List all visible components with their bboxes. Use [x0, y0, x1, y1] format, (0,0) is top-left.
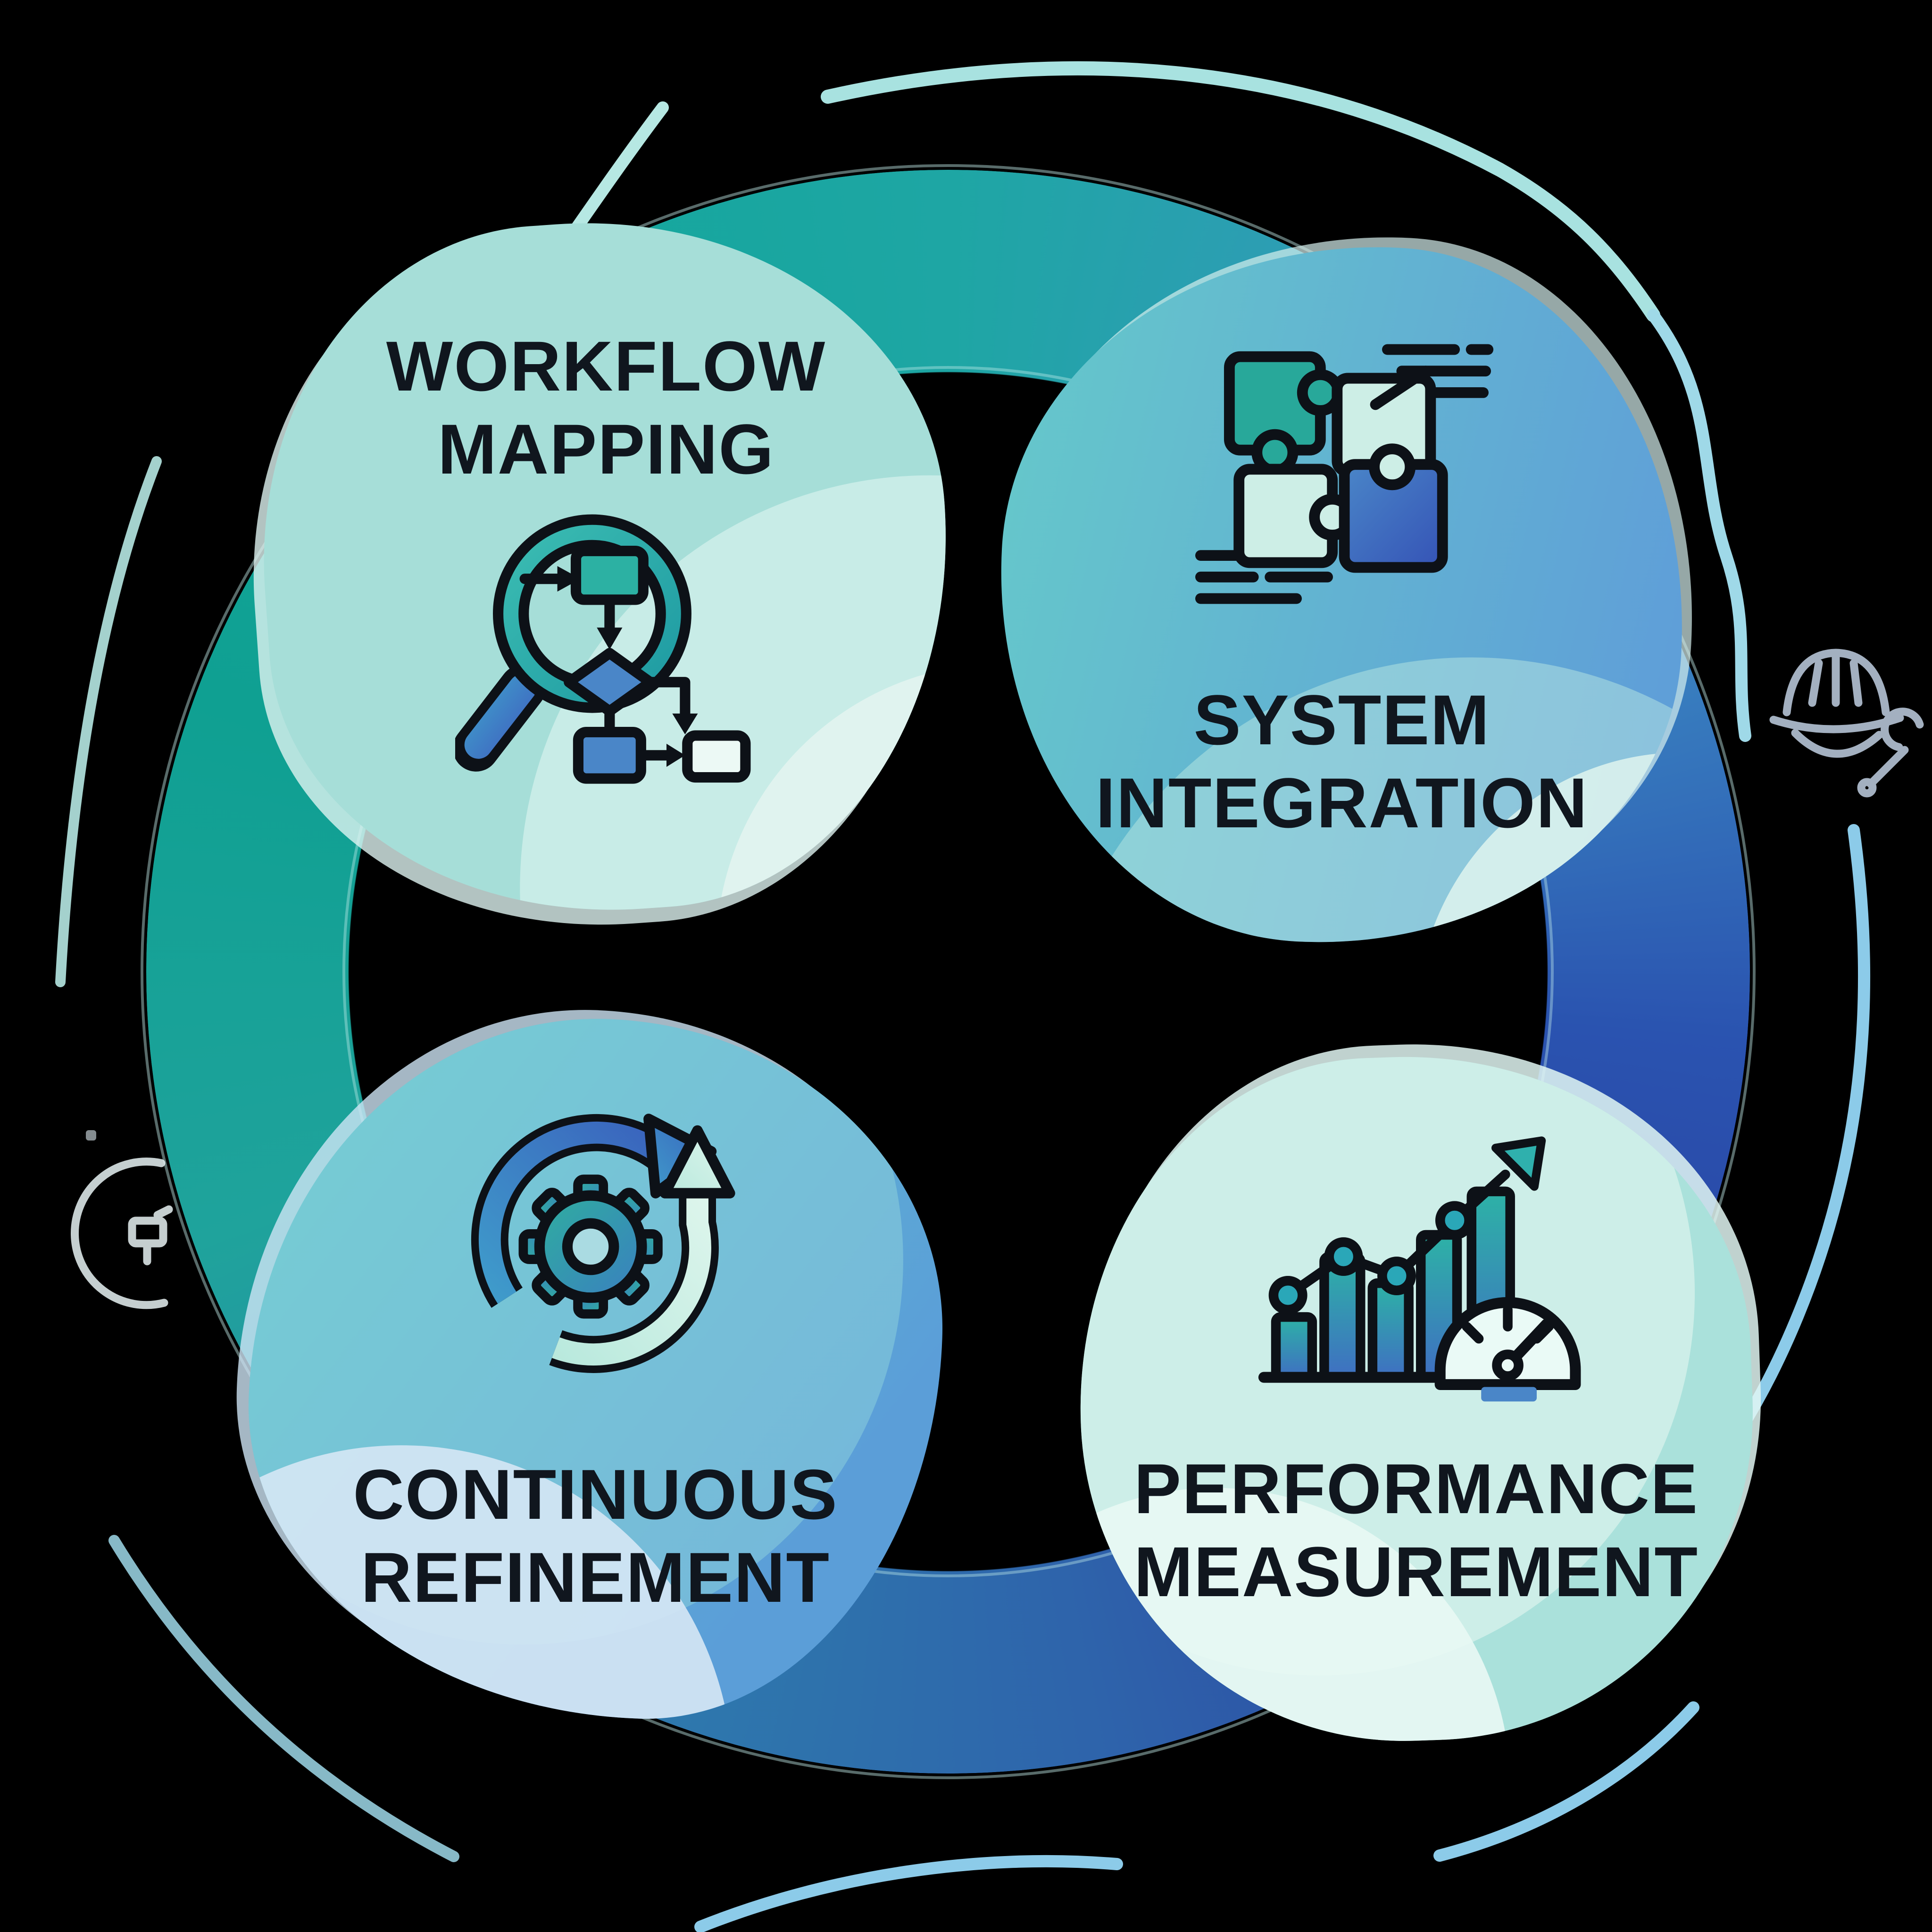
- step-title: PERFORMANCE MEASUREMENT: [1080, 1447, 1752, 1613]
- step-title: WORKFLOW MAPPING: [264, 325, 948, 491]
- puzzle-pieces-icon: [1186, 318, 1498, 630]
- cycle-ring-inner-highlight: [342, 366, 1554, 1577]
- step-title-line: REFINEMENT: [361, 1538, 830, 1617]
- step-title-line: CONTINUOUS: [353, 1455, 838, 1534]
- step-title-line: PERFORMANCE: [1133, 1449, 1699, 1528]
- step-workflow-mapping: WORKFLOW MAPPING: [230, 199, 972, 949]
- bar-chart-gauge-icon: [1246, 1114, 1586, 1416]
- gray-dot: [86, 1130, 96, 1141]
- magnifier-flowchart-icon: [455, 493, 757, 795]
- gear-refresh-arrow-icon: [71, 1158, 173, 1309]
- hard-hat-wrench-icon: [1769, 649, 1924, 798]
- step-title: SYSTEM INTEGRATION: [1000, 678, 1684, 844]
- step-title-line: MEASUREMENT: [1133, 1532, 1699, 1611]
- step-title-line: MAPPING: [437, 409, 775, 489]
- step-title-line: INTEGRATION: [1095, 763, 1589, 842]
- step-system-integration: SYSTEM INTEGRATION: [982, 218, 1712, 961]
- step-title: CONTINUOUS REFINEMENT: [250, 1453, 941, 1619]
- step-title-line: WORKFLOW: [386, 326, 826, 406]
- step-performance-measurement: PERFORMANCE MEASUREMENT: [1068, 1032, 1772, 1752]
- cycle-arrows-gear-icon: [444, 1093, 746, 1395]
- step-continuous-refinement: CONTINUOUS REFINEMENT: [226, 998, 953, 1729]
- step-title-line: SYSTEM: [1193, 680, 1491, 759]
- cycle-ring-outer-highlight: [141, 164, 1756, 1779]
